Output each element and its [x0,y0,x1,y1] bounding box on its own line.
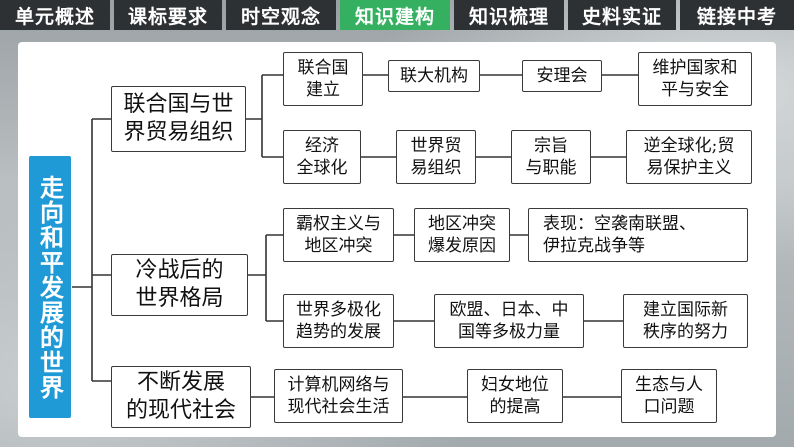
branch-post-cold-war: 冷战后的 世界格局 [111,254,248,316]
node-economic-globalization: 经济 全球化 [283,130,361,184]
tab-curriculum-requirements[interactable]: 课标要求 [114,0,222,30]
node-un-organs: 联大机构 [388,60,480,92]
tab-historical-evidence[interactable]: 史料实证 [568,0,676,30]
node-peace-security: 维护国家和 平与安全 [638,52,752,106]
tab-knowledge-review[interactable]: 知识梳理 [454,0,564,30]
node-multipolar-powers: 欧盟、日本、中 国等多极力量 [434,294,584,348]
branch-un-wto: 联合国与世 界贸易组织 [111,86,246,152]
node-new-international-order: 建立国际新 秩序的努力 [623,294,748,348]
node-conflict-causes: 地区冲突 爆发原因 [414,208,510,262]
node-computer-network: 计算机网络与 现代社会生活 [274,369,403,423]
node-wto: 世界贸 易组织 [396,130,476,184]
node-multipolarization: 世界多极化 趋势的发展 [283,294,394,348]
diagram-title-box: 走向和平发展的世界 [29,156,71,418]
node-manifestations: 表现：空袭南联盟、 伊拉克战争等 [528,208,748,262]
tab-exam-links[interactable]: 链接中考 [680,0,794,30]
diagram-title: 走向和平发展的世界 [35,174,64,400]
node-un-founded: 联合国 建立 [283,52,363,106]
tab-unit-overview[interactable]: 单元概述 [0,0,110,30]
node-ecology-population: 生态与人 口问题 [621,369,717,423]
node-women-status: 妇女地位 的提高 [467,369,563,423]
tab-space-time-concepts[interactable]: 时空观念 [226,0,336,30]
branch-modern-society: 不断发展 的现代社会 [111,366,251,428]
node-purpose-function: 宗旨 与职能 [511,130,591,184]
node-anti-globalization: 逆全球化;贸 易保护主义 [626,130,752,184]
node-hegemony-conflict: 霸权主义与 地区冲突 [283,208,394,262]
tab-bar: 单元概述 课标要求 时空观念 知识建构 知识梳理 史料实证 链接中考 [0,0,794,32]
tab-knowledge-construction[interactable]: 知识建构 [340,0,450,30]
node-security-council: 安理会 [522,60,602,92]
